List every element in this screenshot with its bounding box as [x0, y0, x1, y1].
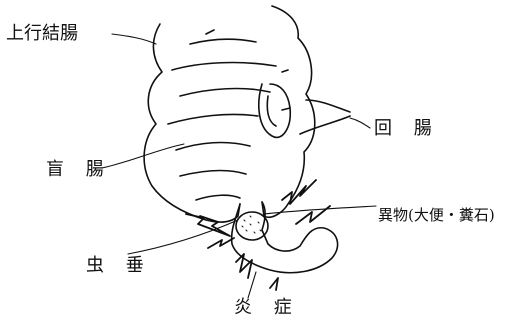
- label-cecum: 盲 腸: [46, 160, 112, 180]
- ileum: [259, 84, 350, 137]
- label-inflammation: 炎 症: [234, 298, 300, 318]
- fecalith-texture: [242, 216, 261, 233]
- label-appendix: 虫 垂: [86, 256, 152, 276]
- label-ileum: 回 腸: [374, 119, 440, 139]
- label-ascending-colon: 上行結腸: [6, 24, 78, 44]
- haustra-folds: [168, 30, 290, 200]
- label-foreign-body: 異物(大便・糞石): [378, 205, 495, 225]
